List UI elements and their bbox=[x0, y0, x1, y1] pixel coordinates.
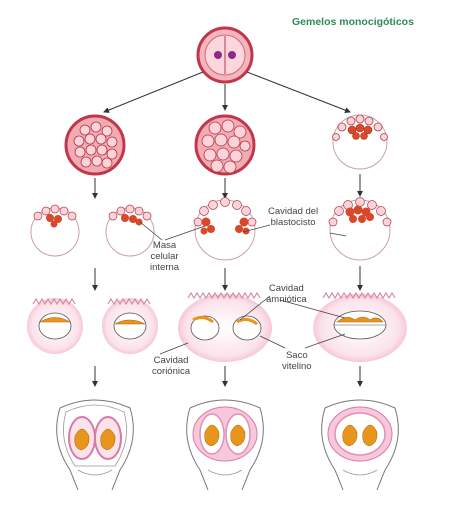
pointer-lines-row3 bbox=[139, 221, 347, 241]
morula-center bbox=[194, 114, 256, 176]
label-cavidad-corionica: Cavidad coriónica bbox=[152, 355, 191, 377]
label-cavidad-amniotica: Cavidad amniótica bbox=[266, 283, 307, 305]
blastocyst-early-right bbox=[332, 114, 388, 170]
arrows-row1 bbox=[103, 71, 351, 113]
chorion-sac-b bbox=[102, 297, 158, 354]
uterus-right bbox=[321, 399, 399, 491]
morula-left bbox=[64, 114, 126, 176]
blastocyst-b bbox=[105, 204, 155, 257]
blastocyst-center bbox=[193, 197, 257, 261]
chorion-sac-a bbox=[27, 297, 83, 354]
diagram-title: Gemelos monocigóticos bbox=[292, 16, 414, 28]
label-cavidad-blastocisto: Cavidad del blastocisto bbox=[268, 206, 319, 228]
zygote bbox=[196, 26, 254, 84]
label-saco-vitelino: Saco vitelino bbox=[282, 350, 312, 372]
uterus-center bbox=[186, 399, 264, 491]
blastocyst-right bbox=[328, 197, 392, 261]
blastocyst-a bbox=[30, 204, 80, 257]
pointer-lines-row4 bbox=[159, 295, 346, 355]
arrows-row4 bbox=[92, 366, 363, 387]
label-masa-celular-interna: Masa celular interna bbox=[150, 240, 180, 273]
chorion-sac-right bbox=[313, 291, 407, 362]
uterus-left bbox=[56, 399, 134, 491]
chorion-sac-center bbox=[178, 291, 272, 362]
arrows-row3 bbox=[92, 266, 363, 291]
arrows-row2 bbox=[92, 174, 363, 199]
